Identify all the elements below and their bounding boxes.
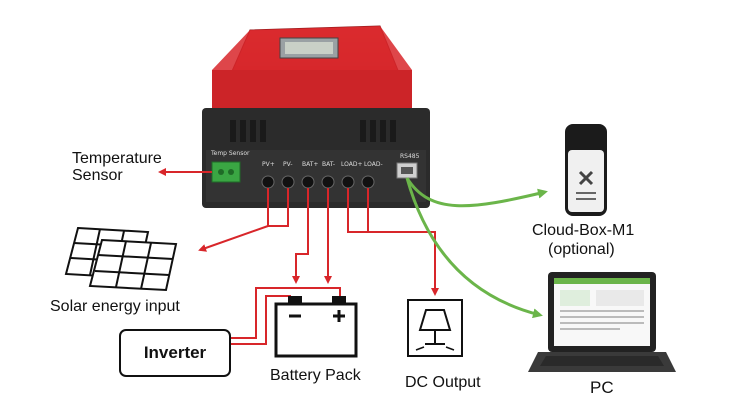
terminal-bat-plus xyxy=(301,175,315,189)
temp-sensor-port xyxy=(211,161,241,183)
dc-output-label: DC Output xyxy=(405,374,481,391)
terminal-label-load-minus: LOAD- xyxy=(364,161,383,168)
terminal-load-minus xyxy=(361,175,375,189)
solar-input-label: Solar energy input xyxy=(50,298,180,315)
solar-panel-icon xyxy=(64,226,178,292)
terminal-label-bat-minus: BAT- xyxy=(322,161,335,168)
temperature-sensor-label: Temperature Sensor xyxy=(72,150,162,184)
inverter-box xyxy=(119,329,231,377)
controller-device: Temp Sensor PV+ PV- BAT+ BAT- LOAD+ LOAD… xyxy=(202,25,430,208)
temp-port-label: Temp Sensor xyxy=(210,150,250,157)
lamp-icon xyxy=(407,299,463,357)
temperature-sensor-label-line1: Temperature xyxy=(72,150,162,167)
battery-pack-label: Battery Pack xyxy=(270,367,361,384)
cloud-box-icon xyxy=(565,124,607,216)
terminal-label-pv-minus: PV- xyxy=(283,161,293,168)
terminal-load-plus xyxy=(341,175,355,189)
wires-green xyxy=(405,177,548,319)
terminal-label-bat-plus: BAT+ xyxy=(302,161,318,168)
terminal-pv-plus xyxy=(261,175,275,189)
laptop-icon xyxy=(528,272,676,372)
cloud-box-label: Cloud-Box-M1 xyxy=(532,222,635,239)
cloud-box-note: (optional) xyxy=(548,241,615,258)
terminal-label-pv-plus: PV+ xyxy=(262,161,275,168)
pc-label: PC xyxy=(590,378,614,397)
terminal-label-load-plus: LOAD+ xyxy=(341,161,363,168)
temperature-sensor-label-line2: Sensor xyxy=(72,167,123,184)
terminal-pv-minus xyxy=(281,175,295,189)
wires-red xyxy=(158,168,439,345)
battery-icon xyxy=(274,296,358,358)
terminal-bat-minus xyxy=(321,175,335,189)
rs485-label: RS485 xyxy=(400,153,420,160)
inverter-label: Inverter xyxy=(143,343,207,362)
